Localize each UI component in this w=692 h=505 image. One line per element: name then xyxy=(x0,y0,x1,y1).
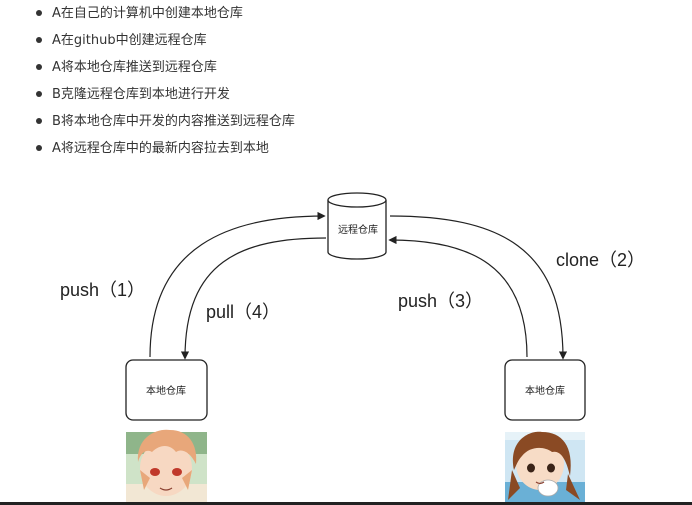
bullet-dot xyxy=(36,145,42,151)
list-item: B克隆远程仓库到本地进行开发 xyxy=(28,81,295,108)
local-repo-b-label: 本地仓库 xyxy=(525,384,565,397)
step-list: A在自己的计算机中创建本地仓库 A在github中创建远程仓库 A将本地仓库推送… xyxy=(28,0,295,162)
local-repo-a-label: 本地仓库 xyxy=(146,384,186,397)
edge-push-1 xyxy=(149,211,326,358)
edge-label-push-3: push（3） xyxy=(398,291,483,311)
list-item-text: A在github中创建远程仓库 xyxy=(52,33,207,48)
list-item: A将远程仓库中的最新内容拉去到本地 xyxy=(28,135,295,162)
list-item: A在github中创建远程仓库 xyxy=(28,27,295,54)
bullet-dot xyxy=(36,91,42,97)
remote-repo-label: 远程仓库 xyxy=(338,223,378,236)
local-repo-b-box xyxy=(504,359,586,421)
edge-push-3 xyxy=(388,235,528,358)
local-repo-a-node: 本地仓库 xyxy=(125,359,208,421)
bullet-dot xyxy=(36,37,42,43)
avatar-b-image xyxy=(505,431,585,502)
edge-label-push-1: push（1） xyxy=(60,280,145,300)
list-item: B将本地仓库中开发的内容推送到远程仓库 xyxy=(28,108,295,135)
local-repo-b-node: 本地仓库 xyxy=(504,359,586,421)
list-item-text: A将本地仓库推送到远程仓库 xyxy=(52,60,217,75)
list-item: A在自己的计算机中创建本地仓库 xyxy=(28,0,295,27)
local-repo-a-box xyxy=(125,359,208,421)
bullet-dot xyxy=(36,10,42,16)
cylinder-top xyxy=(327,192,387,208)
edge-label-clone-2: clone（2） xyxy=(556,250,645,270)
bullet-dot xyxy=(36,64,42,70)
list-item-text: B将本地仓库中开发的内容推送到远程仓库 xyxy=(52,114,295,129)
avatar-a-image xyxy=(126,429,207,502)
edge-clone-2 xyxy=(389,215,568,360)
edge-pull-4 xyxy=(180,237,327,360)
list-item-text: B克隆远程仓库到本地进行开发 xyxy=(52,87,230,102)
bottom-divider xyxy=(0,502,692,505)
cylinder-body xyxy=(327,200,387,260)
list-item: A将本地仓库推送到远程仓库 xyxy=(28,54,295,81)
bullet-dot xyxy=(36,118,42,124)
list-item-text: A将远程仓库中的最新内容拉去到本地 xyxy=(52,141,269,156)
edge-label-pull-4: pull（4） xyxy=(206,302,280,322)
list-item-text: A在自己的计算机中创建本地仓库 xyxy=(52,6,243,21)
remote-repo-node: 远程仓库 xyxy=(327,192,387,260)
